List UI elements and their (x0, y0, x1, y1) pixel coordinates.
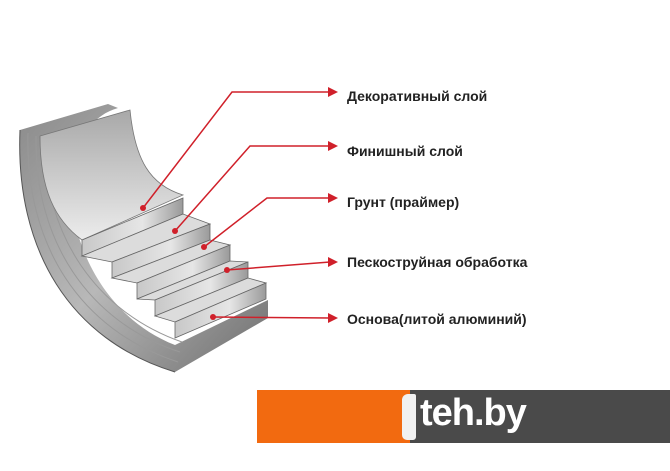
logo-mark-icon (402, 394, 416, 440)
leader-dot-3 (224, 267, 230, 273)
wall-layer-edge (19, 129, 176, 373)
wall-layer-edge (35, 135, 181, 353)
arrowhead-icon (328, 313, 338, 323)
label-finish-layer: Финишный слой (347, 143, 463, 159)
arrowhead-icon (328, 257, 338, 267)
label-base-cast-aluminum: Основа(литой алюминий) (347, 311, 527, 327)
leader-line-1 (174, 145, 330, 232)
pan-cross-section (19, 87, 338, 373)
wall-layer-edge (27, 132, 179, 363)
arrowhead-icon (328, 193, 338, 203)
arrowhead-icon (328, 87, 338, 97)
banner-orange-block (257, 390, 410, 443)
leader-dot-2 (201, 244, 207, 250)
leader-dot-0 (140, 205, 146, 211)
leader-line-4 (212, 316, 331, 319)
layer-steps (80, 197, 268, 339)
outer-wall (19, 104, 268, 372)
arrowhead-icon (328, 141, 338, 151)
leader-line-2 (203, 197, 330, 248)
label-sandblasting: Пескоструйная обработка (347, 254, 528, 270)
bowl-surface (39, 109, 185, 241)
step-front-4 (174, 282, 267, 339)
leader-line-0 (142, 91, 330, 209)
leader-lines (140, 87, 338, 323)
banner-dark-block (410, 390, 670, 443)
teh-by-banner: teh.by (257, 390, 670, 443)
label-primer: Грунт (праймер) (347, 194, 460, 210)
leader-line-3 (226, 261, 331, 271)
label-decorative-layer: Декоративный слой (347, 88, 488, 104)
leader-dot-1 (172, 228, 178, 234)
logo-text: teh.by (420, 392, 527, 434)
leader-dot-4 (210, 314, 216, 320)
